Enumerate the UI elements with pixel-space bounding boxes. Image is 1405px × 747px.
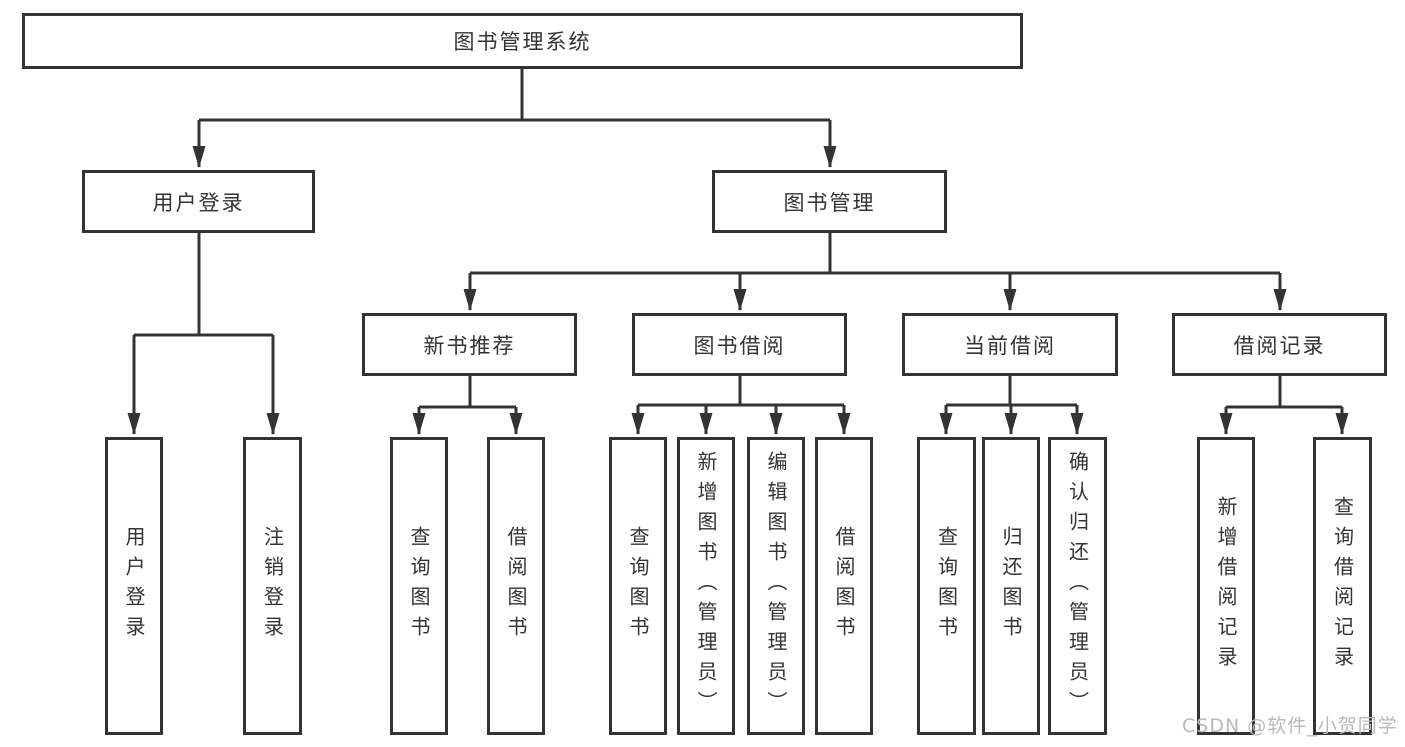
node-borrowing-records: 借阅记录: [1172, 313, 1387, 376]
leaf-return-book: 归还图书: [982, 437, 1040, 735]
leaf-add-book-admin: 新增图书（管理员）: [677, 437, 735, 735]
node-user-login: 用户登录: [82, 170, 315, 233]
node-new-book-recommendation: 新书推荐: [362, 313, 577, 376]
node-book-borrowing: 图书借阅: [632, 313, 847, 376]
node-library-management-system: 图书管理系统: [22, 13, 1023, 69]
csdn-watermark: CSDN @软件_小贺同学: [1182, 715, 1398, 737]
leaf-query-books-current: 查询图书: [917, 437, 976, 735]
leaf-borrow-books-borrowing: 借阅图书: [815, 437, 873, 735]
connector-arrows: [127, 120, 1349, 435]
leaf-borrow-books-recommend: 借阅图书: [487, 437, 545, 735]
leaf-edit-book-admin: 编辑图书（管理员）: [747, 437, 805, 735]
leaf-user-login: 用户登录: [105, 437, 163, 735]
leaf-query-books-borrowing: 查询图书: [609, 437, 667, 735]
leaf-confirm-return-admin: 确认归还（管理员）: [1048, 437, 1107, 735]
leaf-add-borrow-record: 新增借阅记录: [1197, 437, 1255, 735]
leaf-logout: 注销登录: [243, 437, 302, 735]
node-book-management: 图书管理: [712, 170, 947, 233]
leaf-query-books-recommend: 查询图书: [390, 437, 448, 735]
connector-skeleton: [134, 69, 1342, 409]
node-current-borrowing: 当前借阅: [902, 313, 1118, 376]
leaf-query-borrow-record: 查询借阅记录: [1313, 437, 1372, 735]
